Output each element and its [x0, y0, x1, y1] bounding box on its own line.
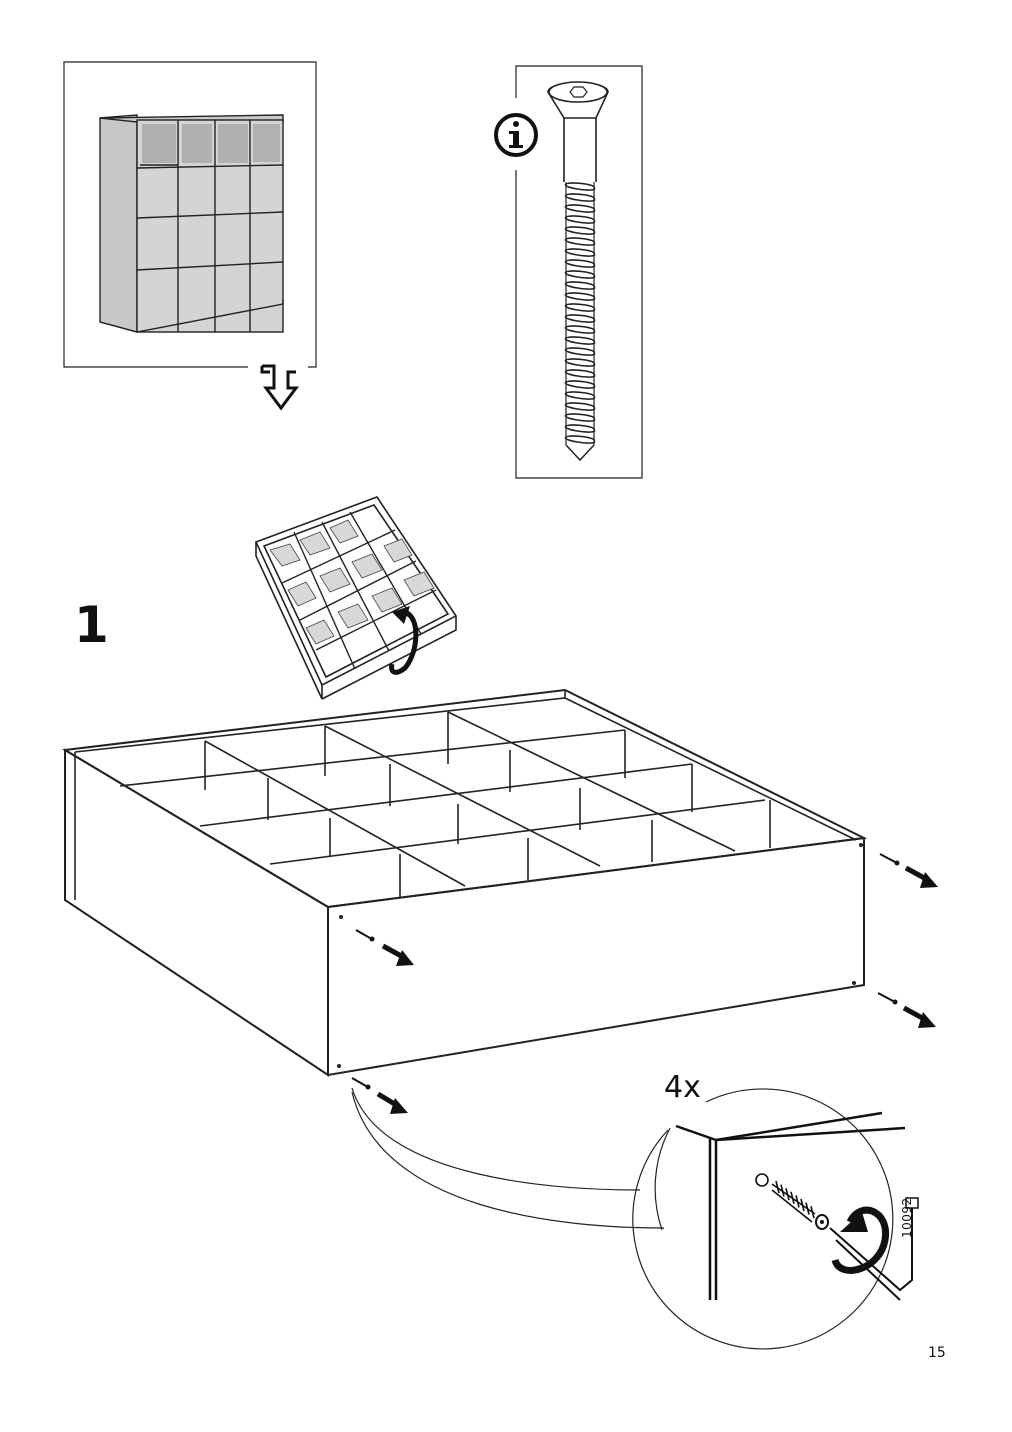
page-number: 15	[928, 1345, 946, 1361]
article-code: 10092	[900, 1197, 914, 1238]
quantity-label: 4x	[664, 1070, 701, 1105]
step-number: 1	[74, 596, 109, 654]
